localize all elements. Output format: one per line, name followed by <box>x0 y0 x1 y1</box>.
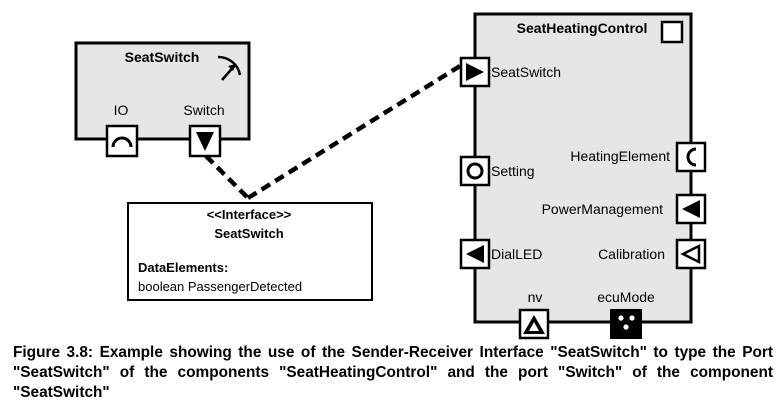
parameter-port-icon <box>466 162 484 180</box>
interface-name: SeatSwitch <box>214 226 283 241</box>
shc-port-nv-label: nv <box>528 289 543 305</box>
sender-arrow-left-icon <box>682 200 700 218</box>
shc-port-seatswitch-label: SeatSwitch <box>491 64 561 80</box>
seatswitch-port-switch-label: Switch <box>183 102 224 118</box>
seatswitch-port-io-label: IO <box>114 102 129 118</box>
seatswitch-component[interactable]: SeatSwitch IO Switch <box>74 41 251 158</box>
component-type-icon <box>660 20 684 44</box>
figure-caption: Figure 3.8: Example showing the use of t… <box>13 344 773 401</box>
shc-port-seatswitch[interactable] <box>459 56 491 88</box>
shc-port-powermanagement[interactable] <box>675 193 707 225</box>
receiver-arrow-right-icon <box>466 63 484 81</box>
calibration-arrow-outline-icon <box>680 243 701 265</box>
seatswitch-component-box <box>74 41 251 141</box>
shc-port-setting[interactable] <box>459 155 491 187</box>
sender-arrow-down-icon <box>196 132 214 151</box>
shc-port-heatingelement-label: HeatingElement <box>570 148 670 164</box>
interface-box[interactable]: <<Interface>> SeatSwitch DataElements: b… <box>127 202 373 301</box>
interface-data-element: boolean PassengerDetected <box>138 279 302 294</box>
sensor-actuator-icon <box>217 55 242 81</box>
mode-dots-icon <box>618 315 635 330</box>
shc-port-dialled[interactable] <box>459 238 491 270</box>
shc-port-ecumode[interactable] <box>610 309 642 339</box>
shc-port-heatingelement[interactable] <box>675 141 707 173</box>
shc-port-ecumode-label: ecuMode <box>597 289 655 305</box>
nvdata-triangle-inner <box>529 322 539 331</box>
seatheatingcontrol-component[interactable]: SeatHeatingControl SeatSwitch Setting Di… <box>459 12 707 340</box>
seatswitch-port-io[interactable] <box>105 124 139 158</box>
client-port-icon <box>686 147 697 167</box>
seatswitch-component-title: SeatSwitch <box>125 49 200 65</box>
shc-port-nv[interactable] <box>518 308 550 340</box>
shc-port-calibration-label: Calibration <box>598 246 665 262</box>
interface-stereotype: <<Interface>> <box>207 207 292 222</box>
connector-switch-to-interface <box>204 154 250 200</box>
shc-port-dialled-label: DialLED <box>491 246 542 262</box>
seatheatingcontrol-component-title: SeatHeatingControl <box>517 20 648 36</box>
shc-port-setting-label: Setting <box>491 163 535 179</box>
shc-port-calibration[interactable] <box>675 238 707 270</box>
shc-port-powermanagement-label: PowerManagement <box>542 201 664 217</box>
seatheatingcontrol-component-box <box>473 12 693 324</box>
seatswitch-port-switch[interactable] <box>188 124 222 158</box>
sender-arrow-left-icon <box>466 245 484 263</box>
connector-interface-to-seatswitch-port <box>246 64 462 200</box>
interface-data-elements-label: DataElements: <box>138 260 228 275</box>
client-port-icon <box>111 136 133 148</box>
architecture-diagram: SeatSwitch IO Switch <<Interface>> SeatS… <box>74 12 707 340</box>
